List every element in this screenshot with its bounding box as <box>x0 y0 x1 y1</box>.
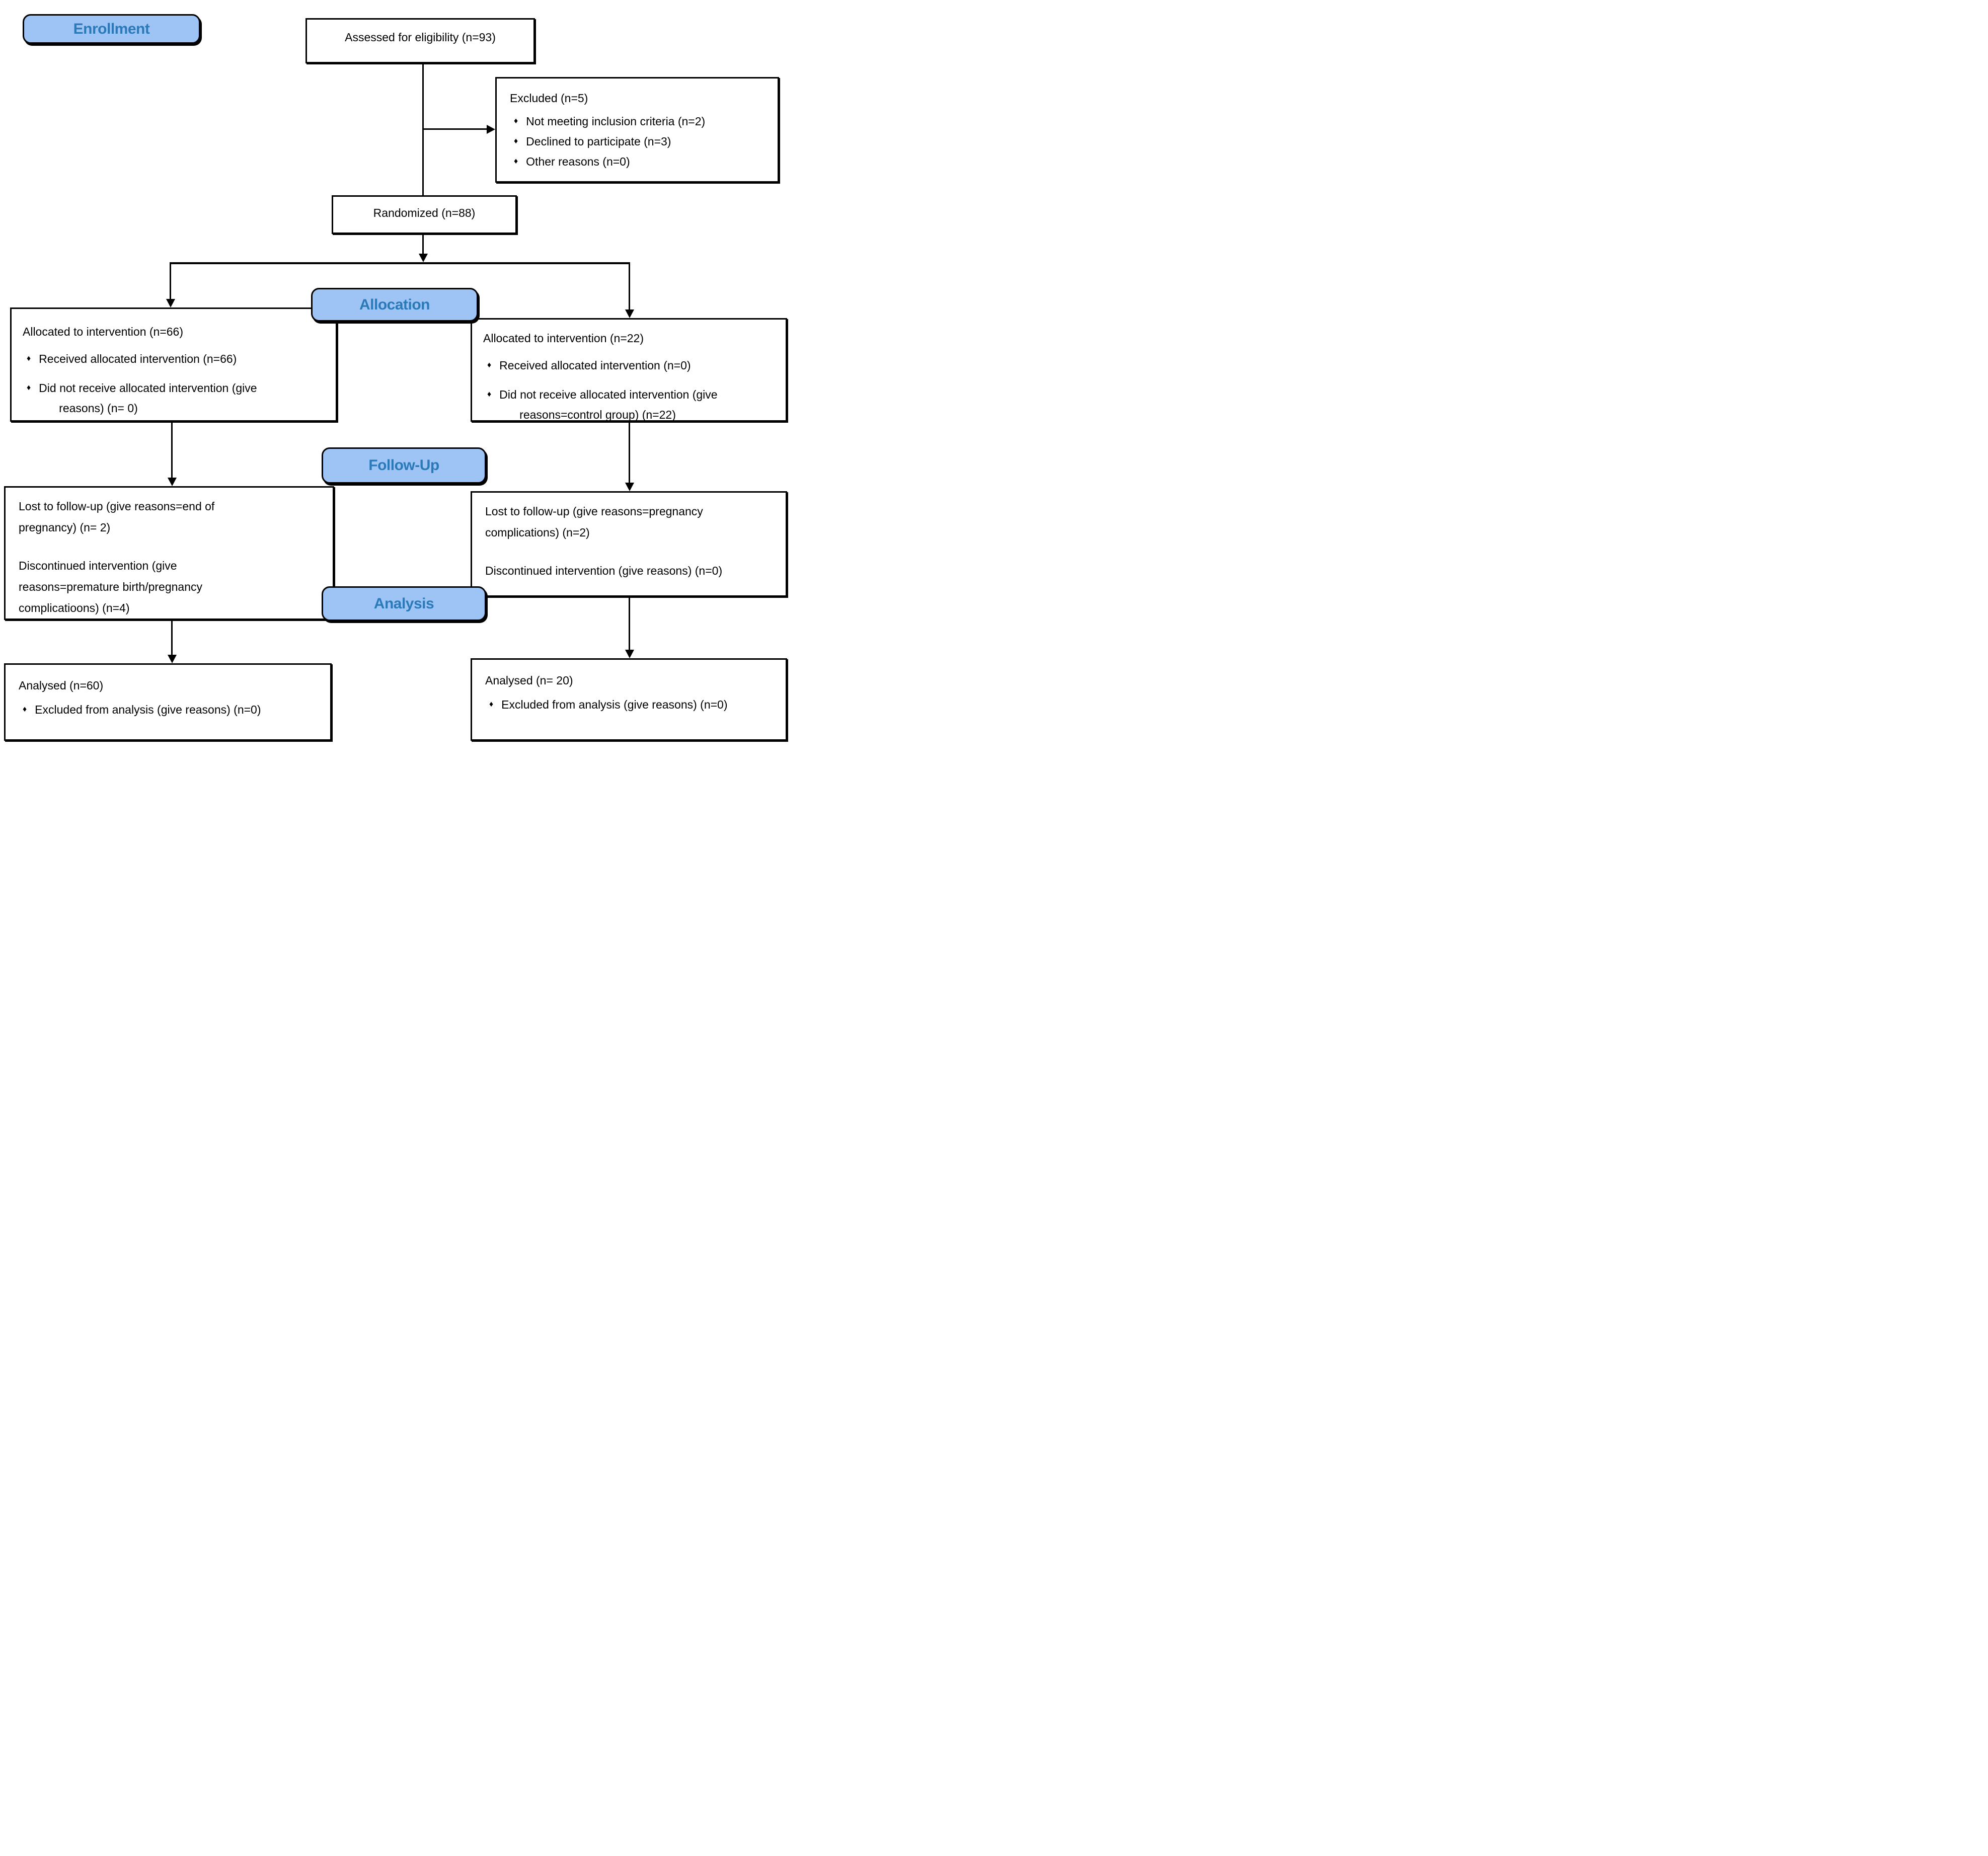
excluded-bullet-1-text: Not meeting inclusion criteria (n=2) <box>526 115 706 128</box>
randomized-box: Randomized (n=88) <box>332 195 517 234</box>
diamond-bullet-icon: ♦ <box>23 705 27 714</box>
diamond-bullet-icon: ♦ <box>489 700 494 709</box>
arrowhead-branch-icon <box>419 254 428 262</box>
followup-left-para-2-line-1: Discontinued intervention (give <box>19 559 177 572</box>
arrowhead-excluded-icon <box>487 125 495 134</box>
allocation-left-title: Allocated to intervention (n=66) <box>23 325 184 338</box>
connector-fu-left-to-analysed-left <box>171 620 173 656</box>
stage-label-analysis-text: Analysis <box>373 595 434 612</box>
followup-left-para-2-line-3: complicatioons) (n=4) <box>19 601 130 614</box>
stage-label-allocation: Allocation <box>311 288 478 322</box>
randomized-text: Randomized (n=88) <box>373 206 476 219</box>
stage-label-allocation-text: Allocation <box>359 296 430 313</box>
connector-alloc-right-to-fu-right <box>629 422 630 484</box>
branch-horizontal-line <box>170 262 630 264</box>
followup-right-para-2-line-1: Discontinued intervention (give reasons)… <box>485 564 723 577</box>
excluded-bullet-1: ♦ Not meeting inclusion criteria (n=2) <box>514 114 774 129</box>
followup-left-box: Lost to follow-up (give reasons=end of p… <box>4 486 334 620</box>
allocation-right-bullet-2: ♦ Did not receive allocated intervention… <box>487 387 781 422</box>
diamond-bullet-icon: ♦ <box>27 383 31 392</box>
diamond-bullet-icon: ♦ <box>514 137 518 145</box>
allocation-left-box: Allocated to intervention (n=66) ♦ Recei… <box>10 307 337 422</box>
stage-label-analysis: Analysis <box>322 586 486 621</box>
excluded-bullet-2-text: Declined to participate (n=3) <box>526 135 671 148</box>
excluded-box: Excluded (n=5) ♦ Not meeting inclusion c… <box>495 77 779 183</box>
stage-label-enrollment: Enrollment <box>23 14 200 44</box>
allocation-right-bullet-2-text: Did not receive allocated intervention (… <box>499 387 717 422</box>
diamond-bullet-icon: ♦ <box>514 117 518 125</box>
consort-flow-diagram: Enrollment Allocation Follow-Up Analysis… <box>0 0 795 745</box>
analysed-left-title: Analysed (n=60) <box>19 679 104 692</box>
allocation-right-bullet-1: ♦ Received allocated intervention (n=0) <box>487 358 781 373</box>
allocation-right-bullet-1-text: Received allocated intervention (n=0) <box>499 359 691 372</box>
followup-left-para-2: Discontinued intervention (give reasons=… <box>19 555 328 618</box>
connector-fu-right-to-analysed-right <box>629 597 630 651</box>
followup-left-para-1-line-2: pregnancy) (n= 2) <box>19 521 111 534</box>
allocation-left-bullet-2-line-1: Did not receive allocated intervention (… <box>39 381 257 395</box>
arrowhead-alloc-left-icon <box>166 299 175 307</box>
arrowhead-alloc-right-icon <box>625 310 634 318</box>
followup-right-para-1-line-1: Lost to follow-up (give reasons=pregnanc… <box>485 505 703 518</box>
allocation-right-title: Allocated to intervention (n=22) <box>483 332 644 345</box>
arrowhead-fu-left-icon <box>168 478 177 486</box>
arrowhead-analysed-left-icon <box>168 655 177 663</box>
stage-label-followup: Follow-Up <box>322 447 486 484</box>
stage-label-enrollment-text: Enrollment <box>73 20 150 37</box>
analysed-right-box: Analysed (n= 20) ♦ Excluded from analysi… <box>471 658 787 741</box>
assessed-box: Assessed for eligibility (n=93) <box>305 18 535 63</box>
followup-right-para-2: Discontinued intervention (give reasons)… <box>485 560 781 581</box>
allocation-left-bullet-2-line-2: reasons) (n= 0) <box>59 402 138 415</box>
analysed-left-bullet-1: ♦ Excluded from analysis (give reasons) … <box>23 702 325 717</box>
followup-right-para-1-line-2: complications) (n=2) <box>485 526 590 539</box>
connector-alloc-left-to-fu-left <box>171 422 173 479</box>
analysed-left-bullet-1-text: Excluded from analysis (give reasons) (n… <box>35 703 261 716</box>
stage-label-followup-text: Follow-Up <box>368 457 439 474</box>
allocation-right-bullet-2-line-2: reasons=control group) (n=22) <box>519 408 676 421</box>
analysed-right-bullet-1-text: Excluded from analysis (give reasons) (n… <box>501 698 728 711</box>
diamond-bullet-icon: ♦ <box>487 361 492 369</box>
followup-left-para-1: Lost to follow-up (give reasons=end of p… <box>19 496 328 538</box>
connector-branch-to-alloc-right <box>629 263 630 311</box>
excluded-bullet-2: ♦ Declined to participate (n=3) <box>514 134 774 149</box>
diamond-bullet-icon: ♦ <box>514 157 518 166</box>
excluded-title: Excluded (n=5) <box>510 92 588 105</box>
allocation-right-bullet-2-line-1: Did not receive allocated intervention (… <box>499 388 718 401</box>
followup-left-para-2-line-2: reasons=premature birth/pregnancy <box>19 580 203 593</box>
connector-branch-to-alloc-left <box>170 263 171 300</box>
followup-left-para-1-line-1: Lost to follow-up (give reasons=end of <box>19 500 215 513</box>
allocation-left-bullet-1-text: Received allocated intervention (n=66) <box>39 352 237 365</box>
analysed-left-box: Analysed (n=60) ♦ Excluded from analysis… <box>4 663 332 741</box>
connector-randomized-to-branch <box>422 234 424 255</box>
followup-right-box: Lost to follow-up (give reasons=pregnanc… <box>471 491 787 597</box>
allocation-left-bullet-2: ♦ Did not receive allocated intervention… <box>27 380 331 416</box>
followup-right-para-1: Lost to follow-up (give reasons=pregnanc… <box>485 501 781 543</box>
allocation-right-box: Allocated to intervention (n=22) ♦ Recei… <box>471 318 787 422</box>
arrowhead-analysed-right-icon <box>625 650 634 658</box>
excluded-bullet-3-text: Other reasons (n=0) <box>526 155 630 168</box>
analysed-right-title: Analysed (n= 20) <box>485 674 573 687</box>
diamond-bullet-icon: ♦ <box>27 354 31 363</box>
arrowhead-fu-right-icon <box>625 483 634 491</box>
allocation-left-bullet-2-text: Did not receive allocated intervention (… <box>39 380 257 416</box>
diamond-bullet-icon: ♦ <box>487 390 492 399</box>
excluded-bullet-3: ♦ Other reasons (n=0) <box>514 154 774 169</box>
analysed-right-bullet-1: ♦ Excluded from analysis (give reasons) … <box>489 697 781 712</box>
assessed-text: Assessed for eligibility (n=93) <box>345 31 496 44</box>
allocation-left-bullet-1: ♦ Received allocated intervention (n=66) <box>27 351 331 366</box>
connector-to-excluded <box>422 128 488 130</box>
